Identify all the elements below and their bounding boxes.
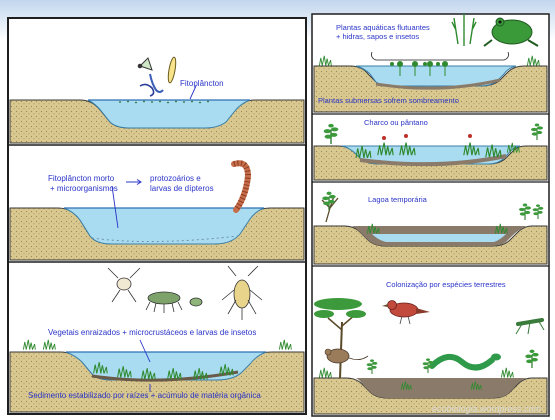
left-column bbox=[8, 18, 306, 414]
label-rooted-vegetation: Vegetais enraizados + microcrustáceos e … bbox=[48, 328, 256, 337]
right-column bbox=[312, 14, 549, 416]
label-dipteran-larvae: larvas de dípteros bbox=[150, 184, 214, 193]
label-hydras-frogs-insects: + hidras, sapos e insetos bbox=[336, 33, 419, 42]
credit-watermark: ecobiologia.wordpress.com bbox=[432, 404, 541, 414]
label-marsh: Charco ou pântano bbox=[364, 119, 428, 128]
label-stabilized-sediment: Sedimento estabilizado por raízes + acúm… bbox=[28, 391, 261, 400]
label-temporary-pond: Lagoa temporária bbox=[368, 196, 427, 205]
label-terrestrial-colonization: Colonização por espécies terrestres bbox=[386, 281, 506, 290]
label-phytoplankton: Fitoplâncton bbox=[180, 79, 224, 88]
label-microorganisms: + microorganismos bbox=[50, 184, 118, 193]
label-dead-phytoplankton: Fitoplâncton morto bbox=[48, 174, 114, 183]
label-submerged-shading: Plantas submersas sofrem sombreamento bbox=[318, 97, 459, 106]
label-protozoa: protozoários e bbox=[150, 174, 201, 183]
